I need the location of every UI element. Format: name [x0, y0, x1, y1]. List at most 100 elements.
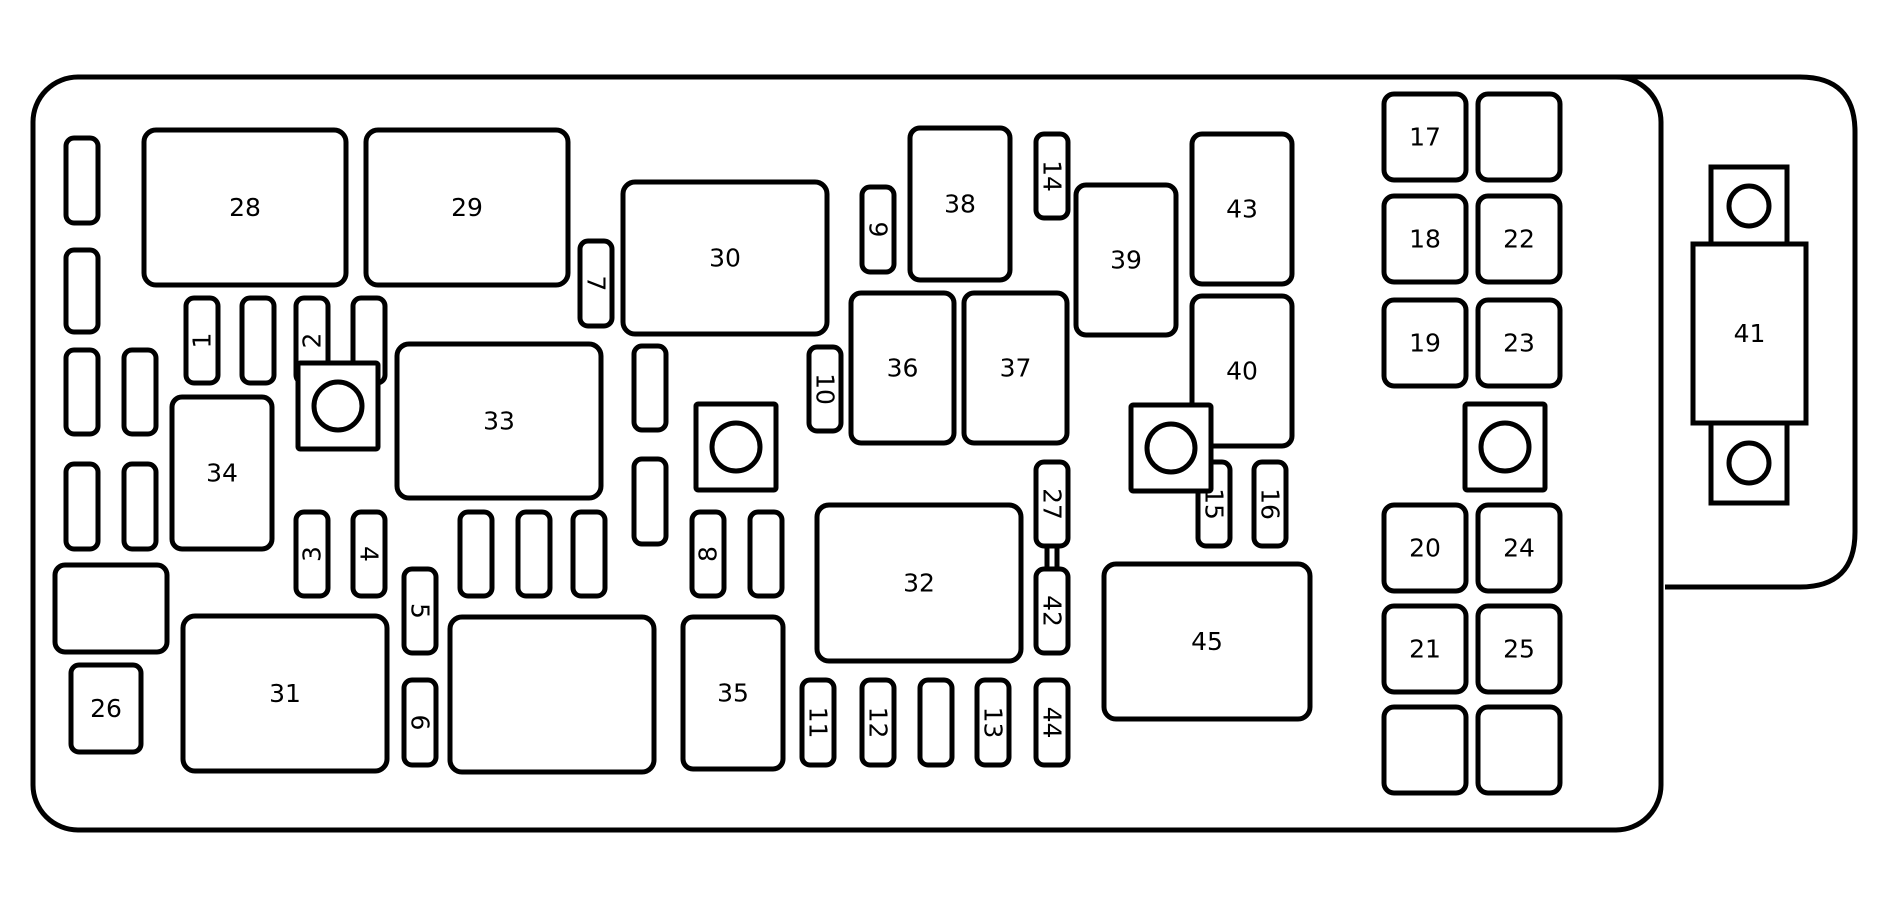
component-m20: 20	[1381, 502, 1469, 594]
component-m_b3	[1475, 704, 1563, 796]
component-mega41: 41	[1690, 241, 1809, 426]
mount-stud-icon	[311, 379, 365, 433]
component-f7: 7	[577, 238, 615, 329]
component-label: 9	[864, 222, 893, 238]
component-label: 7	[582, 276, 611, 292]
component-label: 43	[1226, 195, 1258, 224]
component-r30: 30	[620, 179, 830, 337]
component-outline	[401, 566, 439, 656]
component-outline	[806, 344, 844, 434]
component-m24: 24	[1475, 502, 1563, 594]
component-outline	[1381, 91, 1469, 183]
component-outline	[1475, 193, 1563, 285]
component-m_b1	[1475, 91, 1563, 183]
component-outline	[859, 677, 897, 768]
component-outline	[1189, 293, 1295, 449]
component-r29: 29	[363, 127, 571, 288]
component-outline	[848, 290, 957, 446]
component-f10: 10	[806, 344, 844, 434]
component-outline	[1033, 131, 1071, 221]
component-label: 27	[1038, 488, 1067, 520]
fuse-box-extension-outline	[1355, 74, 1858, 590]
component-label: 40	[1226, 357, 1258, 386]
component-outline	[63, 135, 101, 226]
component-outline	[680, 614, 786, 772]
component-outline	[52, 562, 170, 655]
component-f14: 14	[1033, 131, 1071, 221]
component-f_b4	[631, 343, 669, 433]
component-outline	[1690, 241, 1809, 426]
component-label: 1	[188, 333, 217, 349]
mega-fuse-bolt-icon	[1726, 440, 1772, 486]
component-label: 37	[1000, 354, 1032, 383]
component-r26: 26	[68, 662, 144, 755]
component-label: 23	[1503, 329, 1535, 358]
component-label: 34	[206, 459, 238, 488]
component-r34: 34	[169, 394, 275, 552]
component-m_b2	[1381, 704, 1469, 796]
component-outline	[141, 127, 349, 288]
component-label: 19	[1409, 329, 1441, 358]
component-f_b9	[747, 509, 785, 599]
component-f_l2	[63, 247, 101, 335]
component-f_l5	[63, 461, 101, 552]
component-r39: 39	[1073, 182, 1179, 338]
component-outline	[974, 677, 1012, 768]
component-outline	[570, 509, 608, 599]
component-f6: 6	[401, 677, 439, 768]
component-outline	[401, 677, 439, 768]
component-r31: 31	[180, 613, 390, 774]
component-f_b1	[239, 295, 277, 386]
component-label: 22	[1503, 225, 1535, 254]
fuse-box-outline	[30, 74, 1664, 833]
component-label: 17	[1409, 123, 1441, 152]
component-r43: 43	[1189, 131, 1295, 287]
component-f_b5	[631, 456, 669, 547]
component-f16: 16	[1251, 459, 1289, 549]
mount-stud-icon	[1478, 420, 1532, 474]
component-outline	[631, 343, 669, 433]
component-outline	[447, 614, 657, 775]
component-outline	[63, 461, 101, 552]
component-r38: 38	[907, 125, 1013, 283]
component-outline	[859, 184, 897, 275]
component-f_b7	[515, 509, 553, 599]
component-f11: 11	[799, 677, 837, 768]
component-outline	[1381, 704, 1469, 796]
component-label: 21	[1409, 635, 1441, 664]
component-f_b3	[917, 677, 955, 768]
component-label: 18	[1409, 225, 1441, 254]
component-f1: 1	[183, 295, 221, 386]
component-m22: 22	[1475, 193, 1563, 285]
component-r_blank_left	[52, 562, 170, 655]
component-outline	[1475, 91, 1563, 183]
component-f_l1	[63, 135, 101, 226]
component-outline	[1251, 459, 1289, 549]
component-outline	[1381, 502, 1469, 594]
component-outline	[180, 613, 390, 774]
component-f3: 3	[293, 509, 331, 599]
component-outline	[457, 509, 495, 599]
component-m18: 18	[1381, 193, 1469, 285]
component-label: 11	[804, 707, 833, 739]
component-f44: 44	[1033, 677, 1071, 768]
component-outline	[239, 295, 277, 386]
component-label: 31	[269, 679, 301, 708]
component-outline	[961, 290, 1070, 446]
component-f8: 8	[689, 509, 727, 599]
component-outline	[1381, 603, 1469, 695]
component-label: 12	[864, 707, 893, 739]
component-label: 45	[1191, 627, 1223, 656]
component-label: 6	[406, 715, 435, 731]
component-m17: 17	[1381, 91, 1469, 183]
component-label: 36	[887, 354, 919, 383]
component-label: 20	[1409, 534, 1441, 563]
component-outline	[689, 509, 727, 599]
component-label: 4	[355, 546, 384, 562]
component-outline	[121, 347, 159, 437]
component-outline	[1475, 603, 1563, 695]
component-outline	[814, 502, 1024, 664]
component-label: 24	[1503, 534, 1535, 563]
component-label: 25	[1503, 635, 1535, 664]
